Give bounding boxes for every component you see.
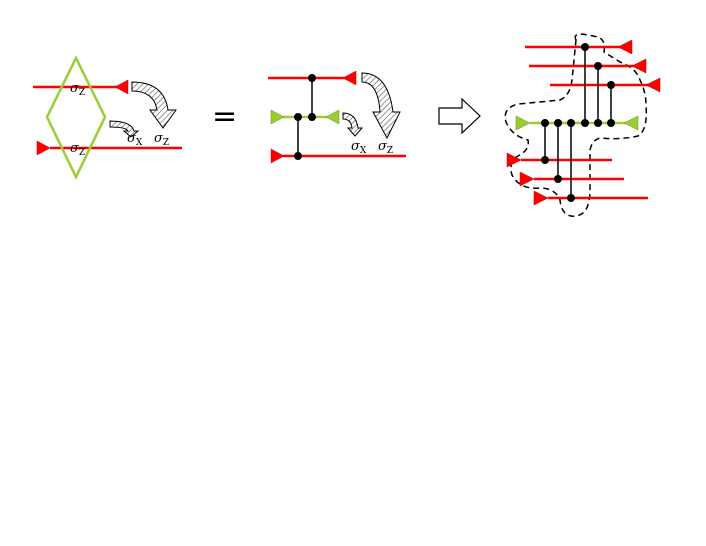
panel1-top-label: σZ	[70, 81, 85, 98]
panel1-bottom-label: σZ	[70, 141, 85, 158]
panel2-small-curved-arrow	[342, 112, 364, 137]
panel2-node	[294, 152, 302, 160]
panel2-node	[294, 113, 302, 121]
green-diamond	[45, 55, 107, 180]
panel2-green-right-triangle	[325, 109, 340, 125]
panel-2: σX σZ	[268, 70, 406, 164]
panel3-node	[567, 119, 575, 127]
panel1-bottom-triangle	[36, 140, 51, 156]
panel3-green-right-triangle	[623, 115, 639, 131]
panel3-triangle	[631, 58, 647, 74]
panel3-node	[607, 81, 615, 89]
panel3-node	[594, 62, 602, 70]
panel3-triangle	[506, 152, 522, 168]
implies-arrow	[438, 97, 481, 135]
panel2-arrow-small-label: σX	[351, 139, 367, 156]
panel3-node	[554, 119, 562, 127]
panel3-triangle	[519, 171, 535, 187]
panel2-green-left-triangle	[270, 109, 285, 125]
panel2-node	[308, 74, 316, 82]
panel3-triangle	[645, 77, 661, 93]
panel3-node	[581, 119, 589, 127]
panel2-node	[308, 113, 316, 121]
panel1-small-curved-arrow	[109, 120, 140, 138]
panel3-triangle	[533, 190, 549, 206]
panel3-node	[607, 119, 615, 127]
panel3-node	[541, 156, 549, 164]
panel3-green-left-triangle	[515, 115, 531, 131]
panel3-node	[594, 119, 602, 127]
panel1-big-curved-arrow	[131, 81, 177, 129]
panel2-big-curved-arrow	[361, 72, 401, 140]
panel1-arrow-big-label: σZ	[154, 131, 169, 148]
panel3-node	[541, 119, 549, 127]
panel2-top-triangle	[342, 70, 357, 86]
dashed-boundary	[504, 33, 648, 217]
panel3-node	[581, 43, 589, 51]
panel2-bottom-triangle	[270, 148, 285, 164]
panel-1: σZ σZ σX σZ	[33, 55, 182, 180]
panel3-node	[554, 175, 562, 183]
panel1-arrow-small-label: σX	[127, 131, 143, 148]
equals-sign: =	[212, 99, 237, 134]
panel3-triangle	[617, 39, 633, 55]
panel2-arrow-big-label: σZ	[378, 139, 393, 156]
panel-3	[504, 33, 661, 217]
panel1-top-triangle	[114, 79, 129, 95]
panel3-node	[567, 194, 575, 202]
